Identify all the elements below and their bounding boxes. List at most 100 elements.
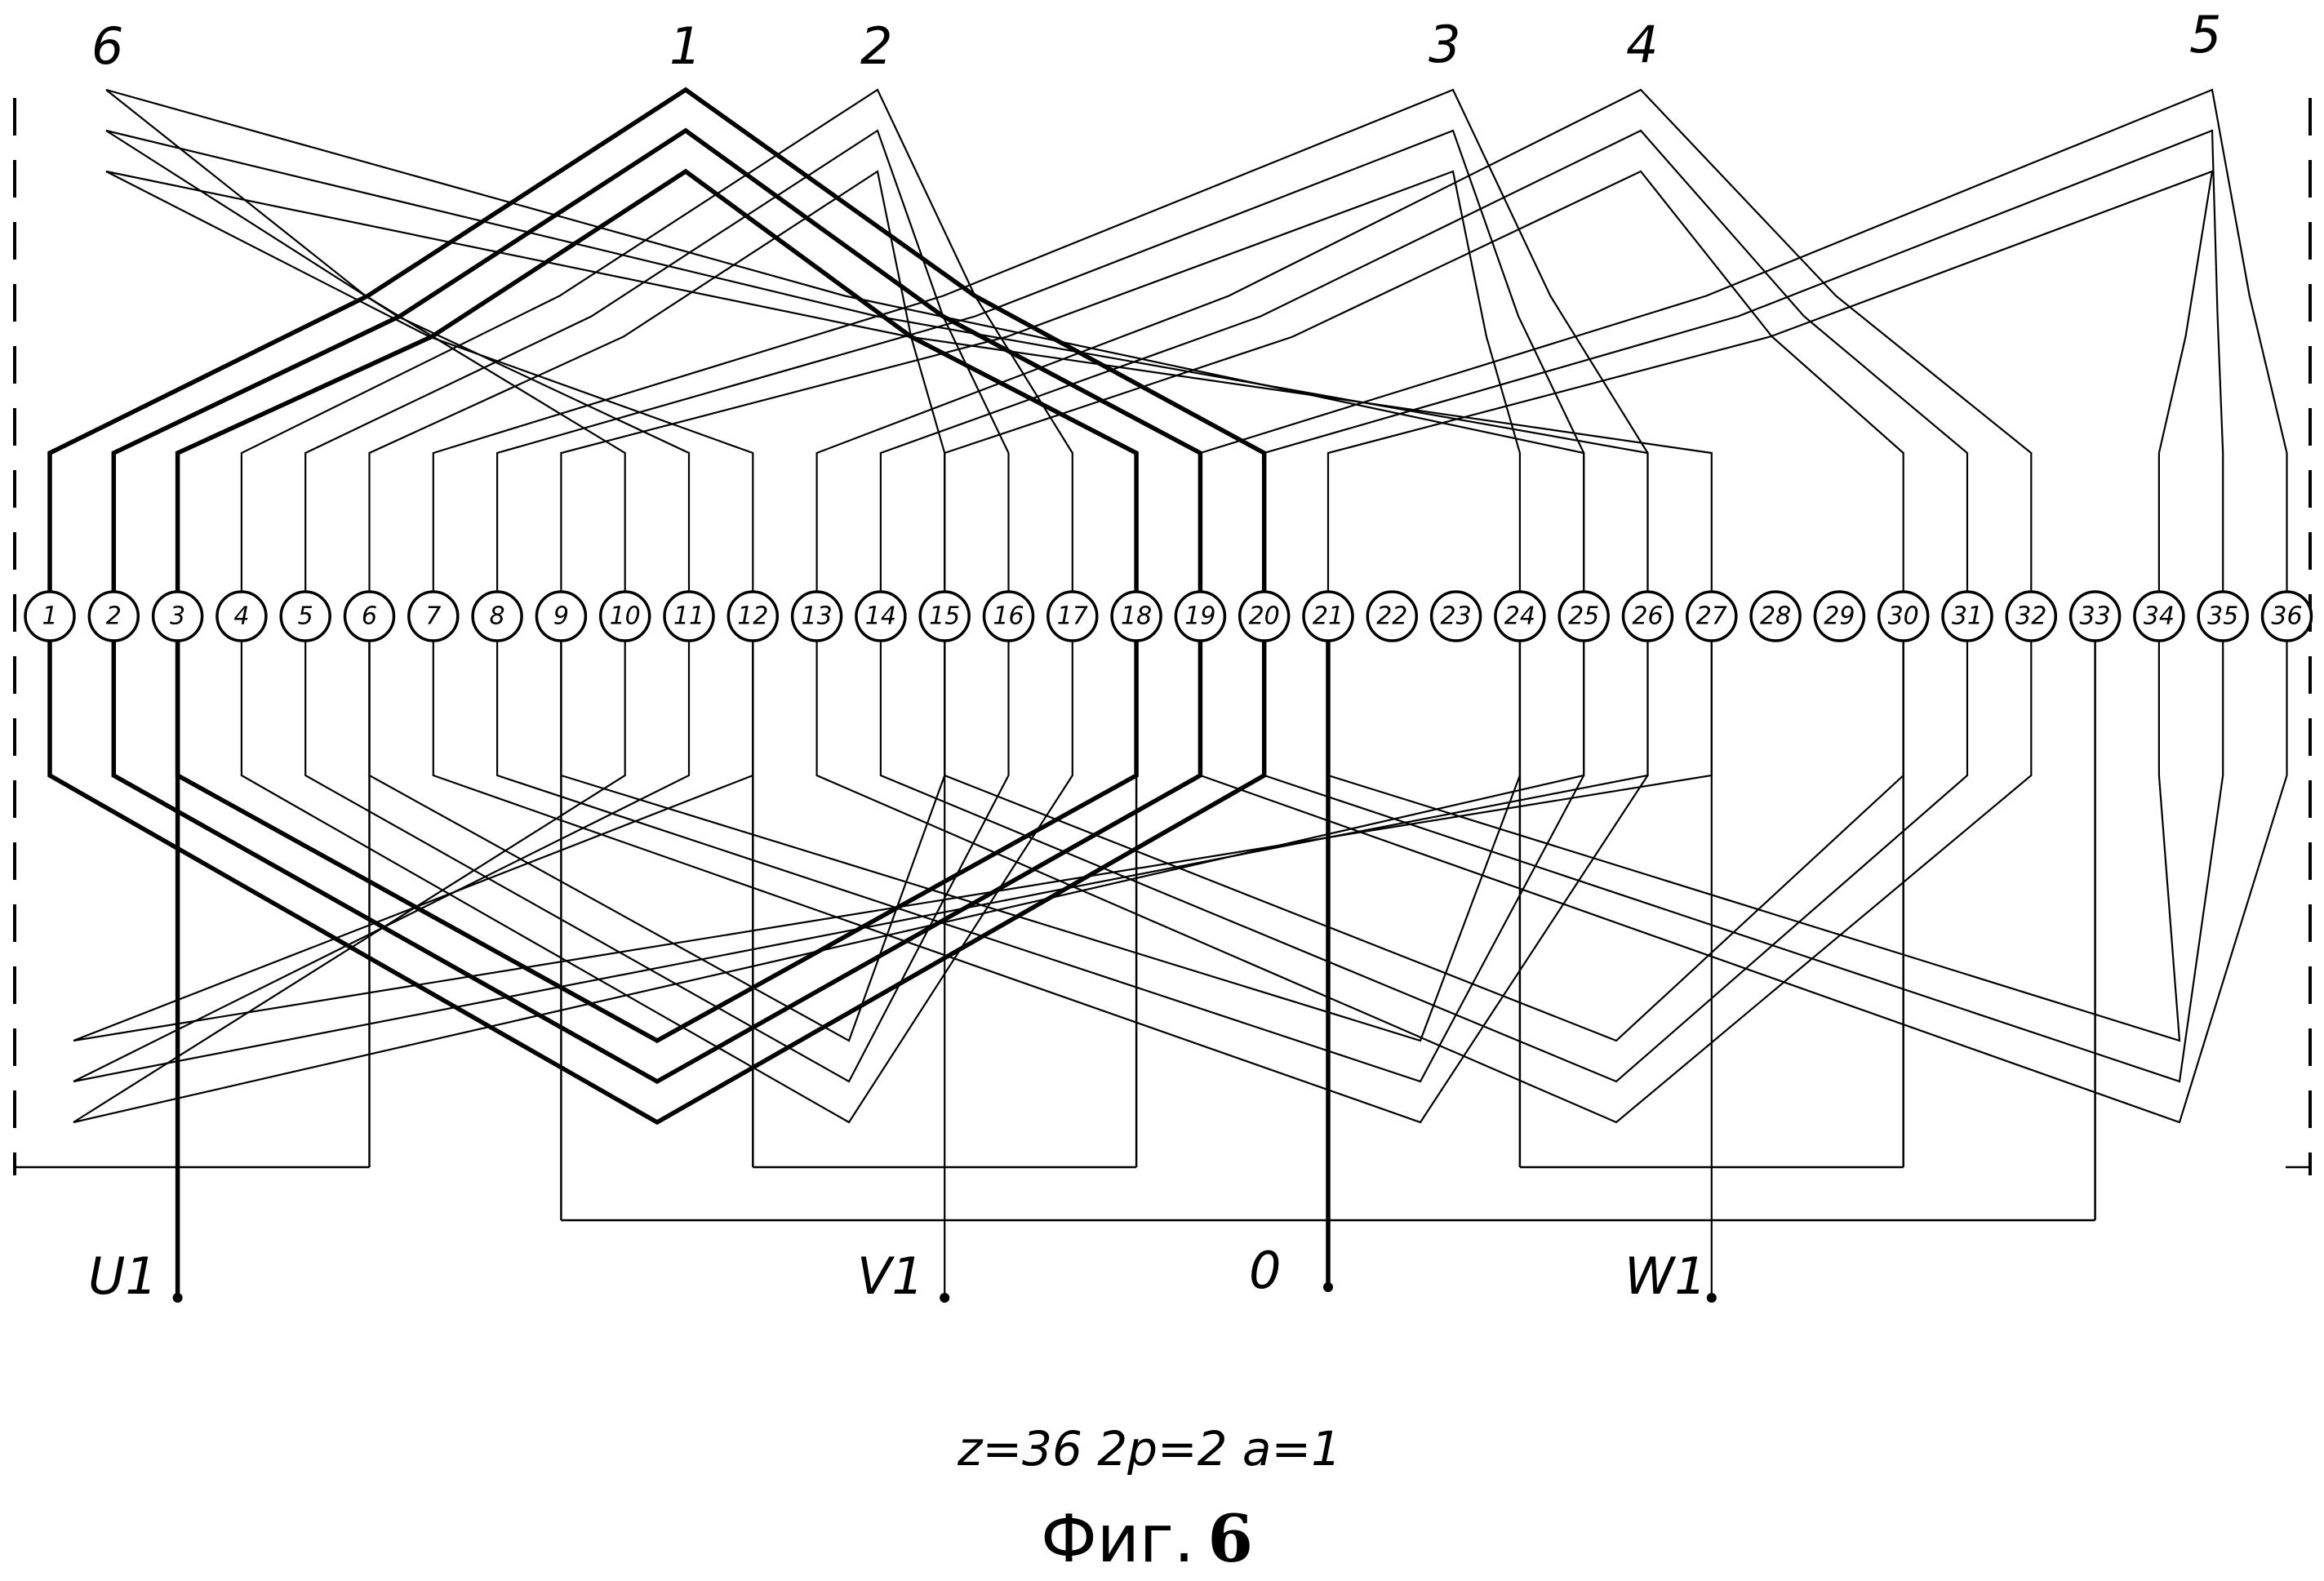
coil-bottom-end-turn: [1263, 641, 2224, 1083]
slot-circle: [1557, 590, 1610, 642]
slot-number: 12: [737, 602, 768, 631]
slot-26: 26: [1621, 590, 1674, 642]
slot-33: 33: [2068, 590, 2122, 642]
coil-bottom-end-turn: [175, 641, 1139, 1044]
terminal-label-u1: U1: [88, 1246, 158, 1306]
group-label-6: 6: [91, 16, 123, 76]
figure-caption: Фиг.6: [1041, 1500, 1253, 1577]
slot-number: 1: [42, 602, 57, 631]
slot-30: 30: [1877, 590, 1930, 642]
slot-circle: [663, 590, 715, 642]
slot-1: 1: [24, 590, 76, 642]
slot-28: 28: [1749, 590, 1802, 642]
coil-bottom-end-turn: [368, 641, 946, 1042]
slot-circle: [471, 590, 523, 642]
slot-15: 15: [918, 590, 971, 642]
coil-top-end-turn: [240, 88, 1073, 592]
coil-bottom-end-turn: [1199, 641, 2288, 1124]
slot-number: 33: [2080, 602, 2111, 631]
slot-number: 8: [490, 602, 505, 631]
frame-lines: [13, 98, 2312, 1175]
figure-prefix: Фиг.: [1041, 1501, 1194, 1577]
slot-3: 3: [151, 590, 204, 642]
terminal-label-neutral: 0: [1249, 1241, 1281, 1300]
slot-2: 2: [87, 590, 140, 642]
slot-number: 21: [1313, 602, 1344, 631]
slot-number: 35: [2207, 602, 2238, 631]
slot-circle: [1238, 590, 1291, 642]
slot-circle: [24, 590, 76, 642]
slot-8: 8: [471, 590, 523, 642]
slot-number: 4: [233, 602, 249, 631]
slot-19: 19: [1174, 590, 1227, 642]
group-label-2: 2: [860, 16, 892, 76]
slot-circle: [2068, 590, 2122, 642]
slot-number: 20: [1249, 602, 1280, 631]
slot-circle: [2005, 590, 2058, 642]
slot-number: 13: [802, 602, 833, 631]
coil-bottom-end-turn: [304, 641, 1010, 1083]
winding-parameters: z=36 2p=2 a=1: [957, 1421, 1341, 1477]
slot-circle: [1302, 590, 1354, 642]
slot-number: 16: [993, 602, 1024, 631]
slot-circle: [1366, 590, 1419, 642]
slot-23: 23: [1429, 590, 1482, 642]
terminal-dot: [1706, 1293, 1717, 1303]
group-label-5: 5: [2189, 5, 2221, 64]
coil-top-end-turn: [1263, 129, 2224, 592]
slot-number: 5: [298, 602, 313, 631]
terminal-label-w1: W1: [1624, 1246, 1707, 1306]
slot-5: 5: [279, 590, 331, 642]
coil-top-end-turn: [175, 168, 1139, 592]
slot-circle: [855, 590, 907, 642]
slot-circle: [279, 590, 331, 642]
slot-29: 29: [1813, 590, 1866, 642]
figure-number: 6: [1207, 1500, 1253, 1577]
slot-circle: [1429, 590, 1482, 642]
slot-circle: [535, 590, 588, 642]
slot-10: 10: [598, 590, 651, 642]
coil-top-end-turn: [105, 88, 1585, 592]
slot-6: 6: [343, 590, 396, 642]
coil-top-end-turn: [560, 170, 1522, 592]
slot-11: 11: [663, 590, 715, 642]
slot-circle: [1877, 590, 1930, 642]
slot-circle: [1494, 590, 1546, 642]
slot-circle: [1174, 590, 1227, 642]
slot-number: 32: [2015, 602, 2046, 631]
slot-number: 28: [1760, 602, 1791, 631]
slot-17: 17: [1046, 590, 1099, 642]
slot-20: 20: [1238, 590, 1291, 642]
slot-25: 25: [1557, 590, 1610, 642]
coil-bottom-end-turn: [73, 641, 1585, 1124]
coil-bottom-end-turn: [815, 641, 2033, 1124]
slot-27: 27: [1686, 590, 1738, 642]
slot-number: 26: [1632, 602, 1663, 631]
slot-7: 7: [407, 590, 460, 642]
coil-top-end-turn: [111, 127, 1203, 592]
terminal-dot: [172, 1293, 183, 1303]
slot-number: 7: [425, 602, 441, 631]
slot-number: 3: [170, 602, 185, 631]
slot-circle: [1749, 590, 1802, 642]
slot-34: 34: [2133, 590, 2185, 642]
slot-circle: [1621, 590, 1674, 642]
slot-circle: [2197, 590, 2249, 642]
coil-bottom-end-turn: [432, 641, 1649, 1124]
slot-circle: [727, 590, 780, 642]
connection-lines: [15, 641, 2310, 1303]
slot-circle: [1813, 590, 1866, 642]
slot-number: 2: [106, 602, 122, 631]
slot-circle: [2260, 590, 2313, 642]
coil-bottom-end-turn: [111, 641, 1203, 1085]
slot-22: 22: [1366, 590, 1419, 642]
slot-circle: [982, 590, 1035, 642]
group-label-4: 4: [1626, 15, 1658, 74]
terminal-dot: [1323, 1282, 1333, 1292]
slot-number: 23: [1441, 602, 1472, 631]
slot-24: 24: [1494, 590, 1546, 642]
slot-14: 14: [855, 590, 907, 642]
coil-bottom-end-turn: [240, 641, 1073, 1124]
coil-top-end-turn: [1326, 170, 2214, 592]
slot-number: 29: [1824, 602, 1855, 631]
